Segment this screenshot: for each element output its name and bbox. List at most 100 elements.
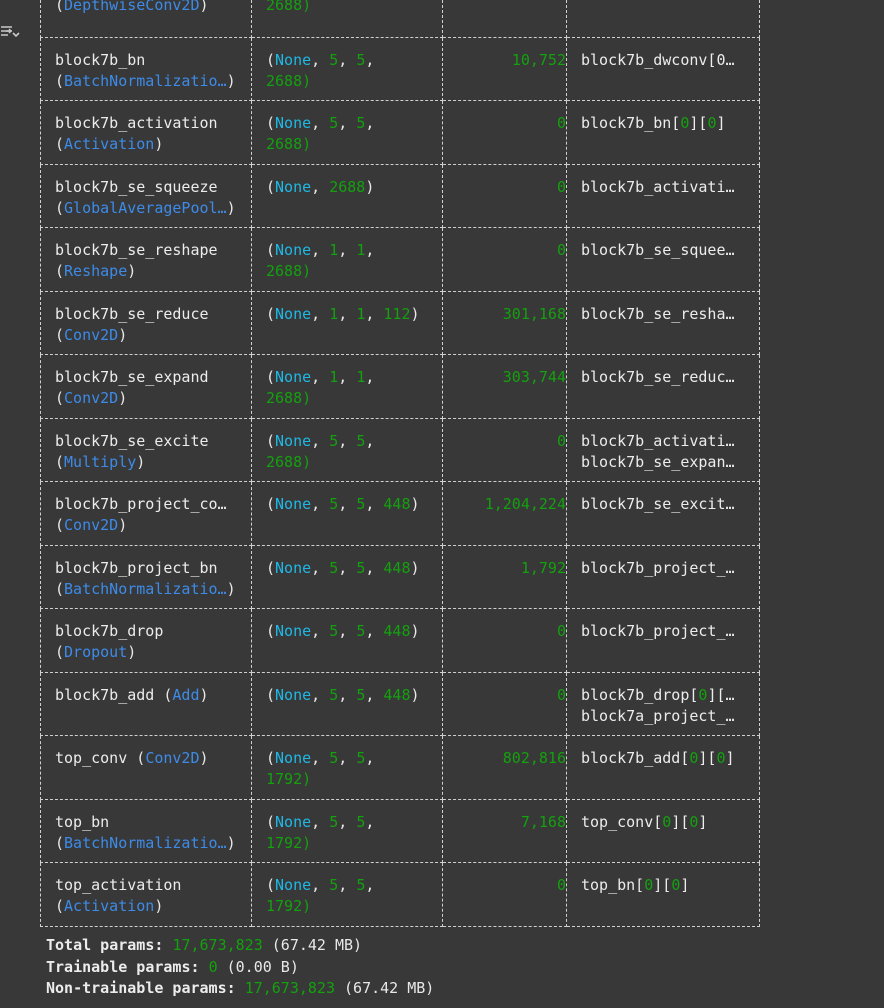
shape-dim: 5 [329,685,339,704]
output-shape-cell: (None, 2688) [251,164,443,228]
connected-to: block7b_se_reduc… [581,368,735,386]
param-count-cell: 0 [442,100,567,165]
output-shape-cell: (None, 5, 5, 448) [251,608,443,673]
connected-to-line: block7b_se_reduc… [581,367,759,388]
shape-dim: None [275,495,312,513]
layer-name: block7b_se_reshape [55,241,218,259]
param-count-cell: 7,168 [442,799,567,863]
connected-to-cell: block7b_project_… [566,608,760,673]
layer-type: Reshape [64,262,128,280]
param-count: 0 [556,114,566,132]
param-count-cell: 10,752 [442,37,567,101]
connected-to-line: block7b_se_excit… [581,494,759,515]
param-totals: Total params: 17,673,823 (67.42 MB) Trai… [46,935,434,1000]
connected-to-cell: block7b_activati…block7b_se_expan… [566,418,760,482]
table-row: block7b_bn(BatchNormalizatio…)(None, 5, … [40,37,760,101]
output-toggle-icon[interactable] [0,22,22,46]
layer-type: BatchNormalizatio… [64,71,227,90]
layer-name-line: block7b_se_reshape [55,240,251,261]
connected-to-line: block7b_activati… [581,177,759,198]
shape-dim: 5 [329,558,339,577]
param-count-cell: 0 [442,227,567,292]
output-shape-line: (None, 1, 1, 112) [266,304,420,323]
table-row: block7b_se_reshape(Reshape)(None, 1, 1,2… [40,227,760,292]
connected-to: block7b_activati… [581,177,735,196]
layer-type: DepthwiseConv2D [64,0,200,14]
layer-type-line: (Dropout) [55,643,137,661]
param-count-line: 10,752 [457,50,566,71]
layer-name-line: block7b_se_reduce [55,304,251,325]
shape-dim: 5 [356,685,366,704]
connected-to-line: block7b_dwconv[0… [581,50,759,71]
total-params-line: Total params: 17,673,823 (67.42 MB) [46,936,363,954]
output-shape-line: (None, 5, 5, [266,50,375,69]
shape-dim: 5 [356,495,366,513]
shape-dim-tail: 2688) [266,71,312,90]
output-shape-tail-line: 2688) [266,388,442,409]
param-count: 0 [556,622,566,640]
shape-dim: None [275,622,312,640]
param-count: 7,168 [520,812,566,831]
layer-name-cell: block7b_drop(Dropout) [40,608,252,673]
param-count-cell: 0 [442,672,567,736]
shape-dim: 5 [329,114,339,132]
shape-dim: 448 [383,622,411,640]
connected-to-cell: block7b_se_excit… [566,481,760,546]
param-count-line: 0 [457,113,566,134]
layer-type-line: (GlobalAveragePool…) [55,198,236,217]
layer-name-cell: block7b_add (Add) [40,672,252,736]
shape-dim: 5 [356,812,366,831]
table-row: top_bn(BatchNormalizatio…)(None, 5, 5,17… [40,799,760,863]
output-shape-cell: (None, 1, 1, 112) [251,291,443,355]
shape-dim: 448 [383,558,411,577]
shape-dim: 5 [329,50,339,69]
param-count-line: 0 [457,240,566,261]
connected-to-line: block7b_se_resha… [581,304,759,325]
shape-dim-tail: 2688) [266,0,312,14]
shape-dim: 5 [356,622,366,640]
index-digit: 0 [716,749,726,767]
output-shape-tail-line: 1792) [266,896,442,917]
output-shape-cell: (None, 1, 1,2688) [251,227,443,292]
param-count-cell: 1,792 [442,545,567,609]
shape-dim-tail: 2688) [266,452,312,471]
shape-dim: 5 [329,812,339,831]
shape-dim: None [275,177,312,196]
param-count-cell: 0 [442,862,567,927]
param-count-cell: 301,168 [442,291,567,355]
layer-name-cell: block7b_se_squeeze(GlobalAveragePool…) [40,164,252,228]
output-shape-line: (None, 5, 5, 448) [266,685,420,704]
layer-name-line: block7b_activation [55,113,251,134]
layer-type: Conv2D [64,325,119,344]
param-count-line: 301,168 [457,304,566,325]
shape-dim: 1 [356,304,366,323]
connected-to-cell: block7b_bn[0][0] [566,100,760,165]
layer-type-line: (BatchNormalizatio…) [55,71,236,90]
param-count: 10,752 [511,50,566,69]
layer-type-line: (Activation) [55,135,164,153]
output-shape-tail-line: 2688) [266,0,442,16]
param-count: 0 [556,876,566,894]
shape-dim: 5 [329,876,339,894]
output-shape-cell: (None, 5, 5,2688) [251,418,443,482]
layer-type: Activation [64,135,155,153]
layer-name-line: top_bn [55,812,251,833]
output-shape-cell: (None, 1, 1,2688) [251,354,443,419]
param-count: 0 [556,241,566,259]
connected-to-cell: block7b_drop[0][…block7a_project_… [566,672,760,736]
shape-dim: None [275,685,312,704]
param-count-cell: 303,744 [442,354,567,419]
layer-name-line: top_activation [55,875,251,896]
table-row: block7b_project_bn(BatchNormalizatio…)(N… [40,545,760,609]
connected-to-line: block7b_add[0][0] [581,748,759,769]
connected-to-line: block7b_activati… [581,431,759,452]
table-row: block7b_se_reduce(Conv2D)(None, 1, 1, 11… [40,291,760,355]
connected-to: block7b_project_… [581,622,735,640]
shape-dim: 112 [383,304,411,323]
layer-type: Multiply [64,452,137,471]
connected-to: block7b_se_resha… [581,304,735,323]
layer-name-cell: block7b_se_reshape(Reshape) [40,227,252,292]
shape-dim: 5 [356,431,366,450]
output-shape-line: (None, 1, 1, [266,241,375,259]
